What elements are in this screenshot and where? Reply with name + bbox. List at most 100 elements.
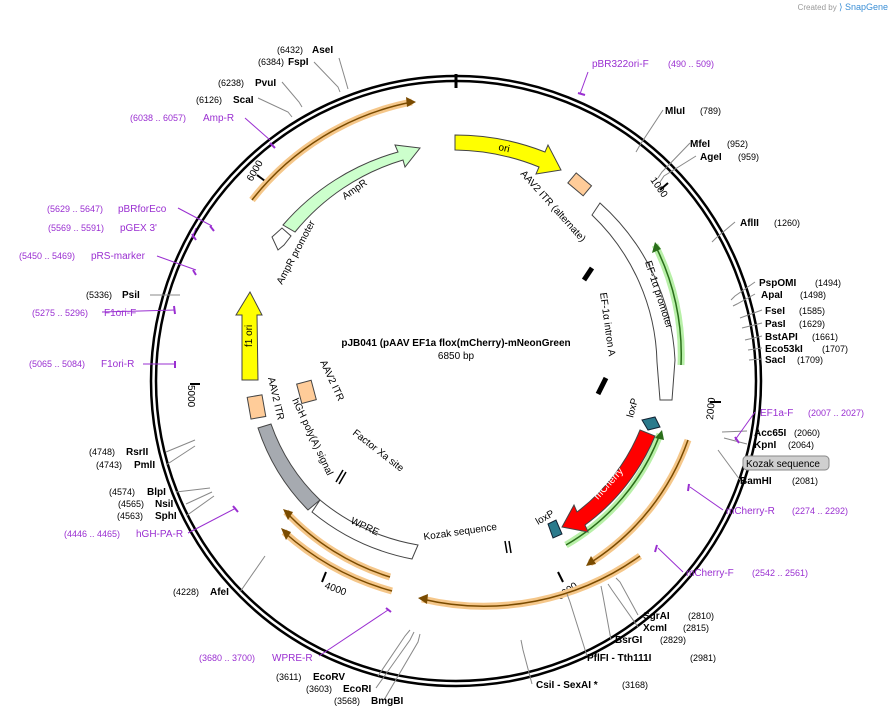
- svg-text:MfeI: MfeI: [690, 139, 710, 150]
- svg-text:(4574): (4574): [109, 487, 135, 497]
- svg-text:EF1a-F: EF1a-F: [760, 408, 793, 419]
- svg-text:pBRforEco: pBRforEco: [118, 204, 167, 215]
- svg-text:(3168): (3168): [622, 680, 648, 690]
- svg-text:FseI: FseI: [765, 306, 785, 317]
- svg-text:KpnI: KpnI: [754, 440, 776, 451]
- svg-text:CsiI - SexAI *: CsiI - SexAI *: [536, 680, 598, 691]
- svg-text:(5065 .. 5084): (5065 .. 5084): [29, 359, 85, 369]
- svg-text:F1ori-R: F1ori-R: [101, 359, 134, 370]
- svg-text:(3603): (3603): [306, 684, 332, 694]
- svg-text:(1498): (1498): [800, 290, 826, 300]
- ampr-arrow: [282, 144, 421, 233]
- svg-text:(2542 .. 2561): (2542 .. 2561): [752, 568, 808, 578]
- svg-text:(6238): (6238): [218, 78, 244, 88]
- tick-5000: 5000: [185, 385, 196, 408]
- svg-text:WPRE-R: WPRE-R: [272, 653, 313, 664]
- svg-text:SphI: SphI: [155, 511, 177, 522]
- svg-text:(3568): (3568): [334, 696, 360, 706]
- svg-text:(5629 .. 5647): (5629 .. 5647): [47, 204, 103, 214]
- svg-text:(1661): (1661): [812, 332, 838, 342]
- mcherry-arrow: [561, 429, 656, 533]
- itr-alt-box: [567, 172, 593, 197]
- svg-text:(4565): (4565): [118, 499, 144, 509]
- svg-text:mCherry-R: mCherry-R: [726, 506, 775, 517]
- svg-text:(2829): (2829): [660, 635, 686, 645]
- kozak-badge-label: Kozak sequence: [746, 459, 820, 470]
- svg-text:(1494): (1494): [815, 278, 841, 288]
- svg-text:FspI: FspI: [288, 57, 309, 68]
- svg-text:SgrAI: SgrAI: [643, 611, 670, 622]
- factor-xa-label: Factor Xa site: [350, 428, 406, 475]
- itr-inner-label: AAV2 ITR: [317, 359, 345, 403]
- svg-text:(2981): (2981): [690, 653, 716, 663]
- kozak-inner-label: Kozak sequence: [423, 522, 498, 543]
- orf-arcs: [249, 97, 692, 610]
- f1-ori-label: f1 ori: [244, 325, 255, 347]
- svg-text:(4743): (4743): [96, 460, 122, 470]
- svg-text:NsiI: NsiI: [155, 499, 174, 510]
- svg-text:(6038 .. 6057): (6038 .. 6057): [130, 113, 186, 123]
- svg-text:ApaI: ApaI: [761, 290, 783, 301]
- ori-arrow: [454, 134, 562, 175]
- svg-text:(5450 .. 5469): (5450 .. 5469): [19, 251, 75, 261]
- svg-text:AflII: AflII: [740, 218, 759, 229]
- svg-text:(4446 .. 4465): (4446 .. 4465): [64, 529, 120, 539]
- svg-text:(1585): (1585): [799, 306, 825, 316]
- ori-label: ori: [497, 142, 510, 155]
- svg-text:(2007 .. 2027): (2007 .. 2027): [808, 408, 864, 418]
- svg-text:(5275 .. 5296): (5275 .. 5296): [32, 308, 88, 318]
- svg-text:SacI: SacI: [765, 355, 786, 366]
- svg-text:(959): (959): [738, 152, 759, 162]
- primer-name: pBR322ori-F: [592, 59, 649, 70]
- itr-left-box: [246, 394, 267, 420]
- primer-pos: (490 .. 509): [668, 59, 714, 69]
- primer-labels: pBR322ori-F (490 .. 509) (6038 .. 6057) …: [19, 59, 864, 664]
- svg-text:(2815): (2815): [683, 623, 709, 633]
- plasmid-size: 6850 bp: [438, 351, 475, 362]
- svg-text:BmgBI: BmgBI: [371, 696, 403, 707]
- svg-text:BamHI: BamHI: [740, 476, 772, 487]
- loxp-1: [641, 416, 661, 431]
- svg-text:(4748): (4748): [89, 447, 115, 457]
- svg-text:Eco53kI: Eco53kI: [765, 344, 803, 355]
- hgh-arrow: [257, 423, 321, 511]
- svg-text:(952): (952): [727, 139, 748, 149]
- svg-text:(4228): (4228): [173, 587, 199, 597]
- svg-text:BstAPI: BstAPI: [765, 332, 798, 343]
- svg-text:AfeI: AfeI: [210, 587, 229, 598]
- ef1a-promoter-arrow: [591, 202, 676, 401]
- svg-text:PsiI: PsiI: [122, 290, 140, 301]
- svg-text:(2274 .. 2292): (2274 .. 2292): [792, 506, 848, 516]
- site-pos: (6432): [277, 45, 303, 55]
- svg-text:(3680 .. 3700): (3680 .. 3700): [199, 653, 255, 663]
- tick-1000: 1000: [648, 175, 670, 200]
- svg-text:BsrGI: BsrGI: [615, 635, 642, 646]
- svg-text:PmlI: PmlI: [134, 460, 155, 471]
- svg-text:Amp-R: Amp-R: [203, 113, 234, 124]
- svg-text:(1707): (1707): [822, 344, 848, 354]
- svg-text:PflFI - Tth111I: PflFI - Tth111I: [587, 653, 652, 664]
- ampr-promoter-arrow: [271, 227, 292, 251]
- svg-text:(2060): (2060): [794, 428, 820, 438]
- site-labels: (6432) AseI (6384) FspI (6238) PvuI (612…: [86, 45, 848, 707]
- kozak-badge[interactable]: Kozak sequence: [742, 455, 830, 471]
- svg-text:PspOMI: PspOMI: [759, 278, 796, 289]
- loxp-2: [547, 519, 563, 539]
- svg-text:(1709): (1709): [797, 355, 823, 365]
- svg-text:MluI: MluI: [665, 106, 685, 117]
- site-leaders: [150, 57, 763, 701]
- svg-text:(6384): (6384): [258, 57, 284, 67]
- svg-text:pRS-marker: pRS-marker: [91, 251, 146, 262]
- loxp-1-label: loxP: [625, 397, 641, 419]
- tick-4000: 4000: [323, 580, 348, 598]
- site-name: AseI: [312, 45, 333, 56]
- svg-text:AgeI: AgeI: [700, 152, 722, 163]
- svg-text:mCherry-F: mCherry-F: [686, 568, 734, 579]
- svg-text:Acc65I: Acc65I: [754, 428, 786, 439]
- snapgene-logo: ⟩ SnapGene: [838, 2, 888, 12]
- svg-text:(5569 .. 5591): (5569 .. 5591): [48, 223, 104, 233]
- primer-leaders: [101, 71, 756, 657]
- hgh-label: hGH poly(A) signal: [289, 397, 334, 478]
- svg-text:(5336): (5336): [86, 290, 112, 300]
